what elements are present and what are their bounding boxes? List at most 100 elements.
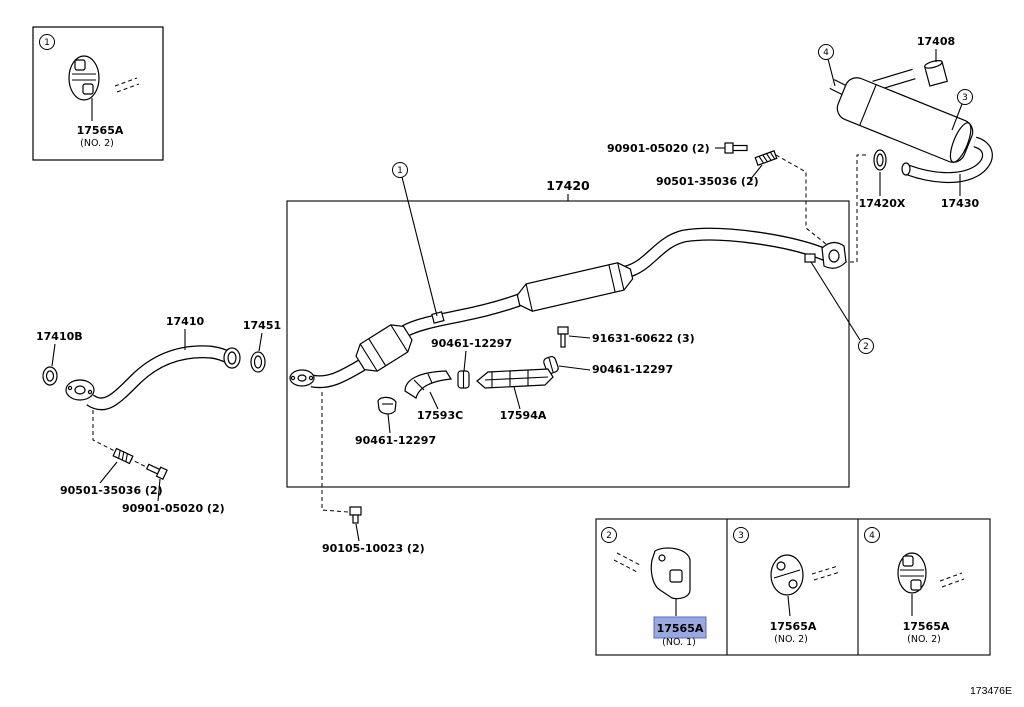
center-pipe-group: 17420 1 bbox=[286, 162, 874, 488]
leader-line bbox=[51, 343, 56, 367]
rear-joint-hardware: 90901-05020 (2) 90501-35036 (2) bbox=[607, 142, 866, 263]
rear-flange bbox=[821, 241, 847, 269]
rubber-hanger-icon bbox=[897, 552, 927, 594]
tail-pipe bbox=[901, 136, 993, 184]
heat-insulator-rear bbox=[476, 368, 554, 389]
hanger-insets-panel: 2 17565A (NO. 1) 3 bbox=[595, 518, 991, 656]
compression-spring-icon bbox=[112, 447, 134, 465]
callout-3-marker: 3 bbox=[733, 527, 749, 543]
part-label-17593C[interactable]: 17593C bbox=[417, 409, 463, 422]
part-label-91631-60622[interactable]: 91631-60622 (3) bbox=[592, 332, 695, 345]
callout-2-marker: 2 bbox=[601, 527, 617, 543]
inset-frame bbox=[32, 26, 164, 161]
callout-3-marker: 3 bbox=[957, 89, 973, 105]
selected-part-highlight bbox=[653, 616, 707, 639]
compression-spring-icon bbox=[754, 150, 778, 166]
hanger-inset-callout-3: 3 17565A (NO. 2) bbox=[733, 527, 841, 645]
catalytic-converter bbox=[355, 324, 413, 372]
rubber-hanger-icon bbox=[650, 547, 691, 600]
assembly-path-dashes bbox=[843, 154, 866, 263]
leader-line bbox=[355, 523, 360, 542]
part-label-90105-10023[interactable]: 90105-10023 (2) bbox=[322, 542, 425, 555]
hanger-inset-callout-4: 4 17565A (NO. 2) bbox=[864, 527, 965, 645]
callout-number: 3 bbox=[738, 531, 744, 541]
clamp-icon bbox=[377, 396, 397, 415]
front-pipe bbox=[65, 345, 241, 411]
part-label-17420[interactable]: 17420 bbox=[546, 178, 590, 193]
assembly-path-dashes bbox=[92, 410, 161, 475]
part-label-90461-12297[interactable]: 90461-12297 bbox=[355, 434, 436, 447]
muffler-body bbox=[836, 77, 974, 163]
part-label-17565A[interactable]: 17565A bbox=[903, 620, 950, 633]
part-label-17410[interactable]: 17410 bbox=[166, 315, 205, 328]
leader-line bbox=[463, 350, 467, 372]
part-label-90461-12297[interactable]: 90461-12297 bbox=[592, 363, 673, 376]
leader-line bbox=[99, 461, 118, 484]
gasket-ring bbox=[873, 149, 887, 171]
bolt-icon bbox=[724, 142, 748, 154]
part-variant-label: (NO. 1) bbox=[662, 637, 696, 648]
part-label-17565A[interactable]: 17565A bbox=[657, 622, 704, 635]
mount-direction-dashes bbox=[811, 565, 841, 581]
part-label-90501-35036[interactable]: 90501-35036 (2) bbox=[60, 484, 163, 497]
gasket-ring bbox=[42, 366, 58, 386]
callout-number: 1 bbox=[44, 38, 50, 48]
callout-number: 1 bbox=[397, 166, 403, 176]
part-variant-label: (NO. 2) bbox=[907, 634, 941, 645]
leader-line bbox=[258, 332, 263, 352]
part-label-17565A[interactable]: 17565A bbox=[770, 620, 817, 633]
callout-2-marker: 2 bbox=[858, 338, 874, 354]
part-label-90461-12297[interactable]: 90461-12297 bbox=[431, 337, 512, 350]
part-label-17420X[interactable]: 17420X bbox=[859, 197, 906, 210]
part-variant-label: (NO. 2) bbox=[774, 634, 808, 645]
callout-4-marker: 4 bbox=[818, 44, 834, 60]
callout-number: 4 bbox=[823, 48, 829, 58]
part-label-90501-35036[interactable]: 90501-35036 (2) bbox=[656, 175, 759, 188]
muffler-assembly: 4 3 17408 17420X 17430 bbox=[818, 35, 993, 210]
callout-number: 4 bbox=[869, 531, 875, 541]
rubber-hanger-icon bbox=[770, 554, 804, 596]
leader-line bbox=[513, 386, 521, 410]
part-label-90901-05020[interactable]: 90901-05020 (2) bbox=[122, 502, 225, 515]
assembly-path-dashes bbox=[775, 154, 827, 245]
part-variant-label: (NO. 2) bbox=[80, 138, 114, 149]
leader-line bbox=[951, 103, 963, 131]
part-label-17408[interactable]: 17408 bbox=[917, 35, 955, 48]
rubber-hanger-icon bbox=[68, 55, 100, 101]
mount-direction-dashes bbox=[114, 77, 140, 93]
hanger-bracket bbox=[431, 311, 445, 324]
leader-line bbox=[827, 58, 836, 87]
tail-pipe-extension bbox=[923, 60, 949, 87]
leader-line bbox=[429, 391, 439, 410]
mount-direction-dashes bbox=[939, 572, 965, 588]
resonator bbox=[516, 262, 634, 312]
bolt-icon bbox=[145, 463, 168, 480]
bolt-icon bbox=[349, 506, 362, 524]
part-label-90901-05020[interactable]: 90901-05020 (2) bbox=[607, 142, 710, 155]
leader-line bbox=[401, 176, 438, 317]
leader-line bbox=[568, 335, 591, 339]
part-label-17430[interactable]: 17430 bbox=[941, 197, 980, 210]
front-pipe-assembly: 17410B 17410 17451 bbox=[36, 315, 281, 515]
gasket-ring bbox=[250, 351, 266, 373]
heat-insulator-front bbox=[404, 370, 453, 399]
leader-line bbox=[810, 261, 861, 341]
leader-line bbox=[749, 164, 763, 181]
mount-direction-dashes bbox=[613, 552, 641, 573]
flange-bolt-hardware: 90105-10023 (2) bbox=[321, 392, 425, 555]
part-label-17451[interactable]: 17451 bbox=[243, 319, 281, 332]
callout-1-marker: 1 bbox=[392, 162, 408, 178]
leader-line bbox=[558, 365, 591, 371]
bolt-icon bbox=[557, 326, 569, 348]
leader-line bbox=[787, 595, 791, 617]
hanger-inset-callout-2: 2 17565A (NO. 1) bbox=[601, 527, 707, 648]
leader-line bbox=[157, 478, 161, 502]
hanger-inset-callout-1: 1 17565A (NO. 2) bbox=[32, 26, 164, 161]
part-label-17565A[interactable]: 17565A bbox=[77, 124, 124, 137]
part-label-17594A[interactable]: 17594A bbox=[500, 409, 547, 422]
callout-number: 2 bbox=[606, 531, 612, 541]
exhaust-pipe bbox=[310, 227, 829, 389]
inset-frame bbox=[595, 518, 991, 656]
part-label-17410B[interactable]: 17410B bbox=[36, 330, 83, 343]
